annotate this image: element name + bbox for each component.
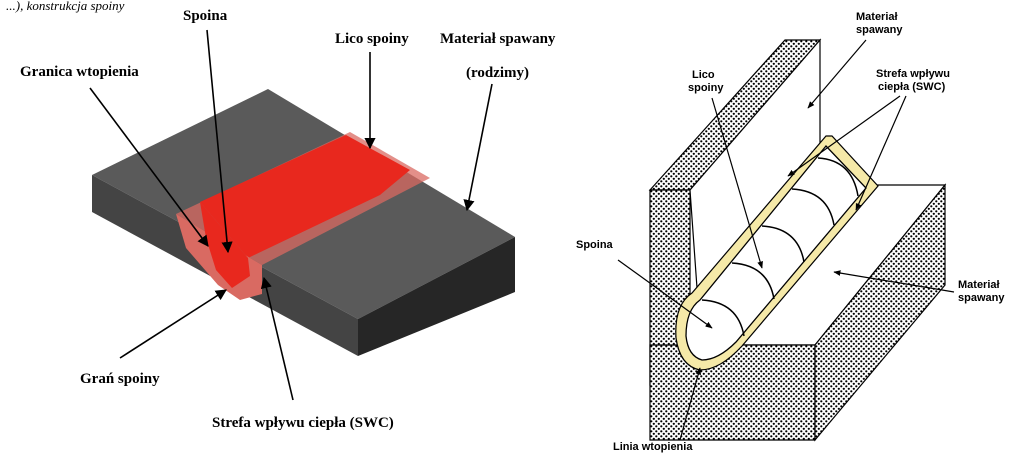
arrow-material-right <box>833 270 955 293</box>
label-material-spawany: Materiał spawany <box>440 31 556 47</box>
arrow-material-top <box>807 39 867 109</box>
plate-right-face <box>358 237 515 356</box>
label-strefa-wplywu-2: ciepła (SWC) <box>878 81 946 93</box>
arrow-granica-wtopienia <box>89 87 209 247</box>
arrow-swc-2 <box>855 95 907 211</box>
arrow-linia-wtopienia <box>679 367 702 441</box>
label-gran-spoiny: Grań spoiny <box>80 371 160 387</box>
label-spoina: Spoina <box>183 8 228 24</box>
ripple-2 <box>731 262 775 300</box>
label-material-spawany-right-2: spawany <box>958 292 1005 304</box>
horizontal-plate-right <box>814 183 946 442</box>
arrow-swc-1 <box>787 95 901 177</box>
horizontal-plate-front <box>649 344 816 441</box>
label-linia-wtopienia: Linia wtopienia <box>613 441 693 453</box>
weld-ripples <box>701 157 859 337</box>
caption-text: ...), konstrukcja spoiny <box>6 0 125 13</box>
ripple-5 <box>817 157 859 197</box>
label-lico-spoiny-2: spoiny <box>688 82 724 94</box>
right-fillet-weld-diagram: Materiał spawany Lico spoiny Strefa wpły… <box>576 11 1005 453</box>
arrow-gran-spoiny <box>119 289 227 359</box>
label-lico-spoiny-1: Lico <box>692 69 715 81</box>
label-material-spawany-top-1: Materiał <box>856 11 898 23</box>
arrow-spoina <box>206 29 233 254</box>
ripple-4 <box>791 188 835 226</box>
label-granica-wtopienia: Granica wtopienia <box>20 64 139 80</box>
ripple-3 <box>761 225 805 263</box>
label-material-spawany-right-1: Materiał <box>958 279 1000 291</box>
arrow-strefa-wplywu <box>260 276 294 401</box>
label-strefa-wplywu-ciepla: Strefa wpływu ciepła (SWC) <box>212 415 394 431</box>
label-spoina-right: Spoina <box>576 239 614 251</box>
label-material-rodzimy: (rodzimy) <box>466 65 529 81</box>
arrow-lico <box>711 97 763 269</box>
arrow-material-spawany <box>463 83 493 212</box>
label-lico-spoiny: Lico spoiny <box>335 31 409 47</box>
weld-bead-top <box>200 135 410 258</box>
ripple-1 <box>701 299 745 337</box>
label-material-spawany-top-2: spawany <box>856 24 903 36</box>
left-weld-plate-diagram: Spoina Lico spoiny Materiał spawany (rod… <box>20 8 556 431</box>
arrow-spoina-right <box>617 259 713 329</box>
label-strefa-wplywu-1: Strefa wpływu <box>876 68 950 80</box>
